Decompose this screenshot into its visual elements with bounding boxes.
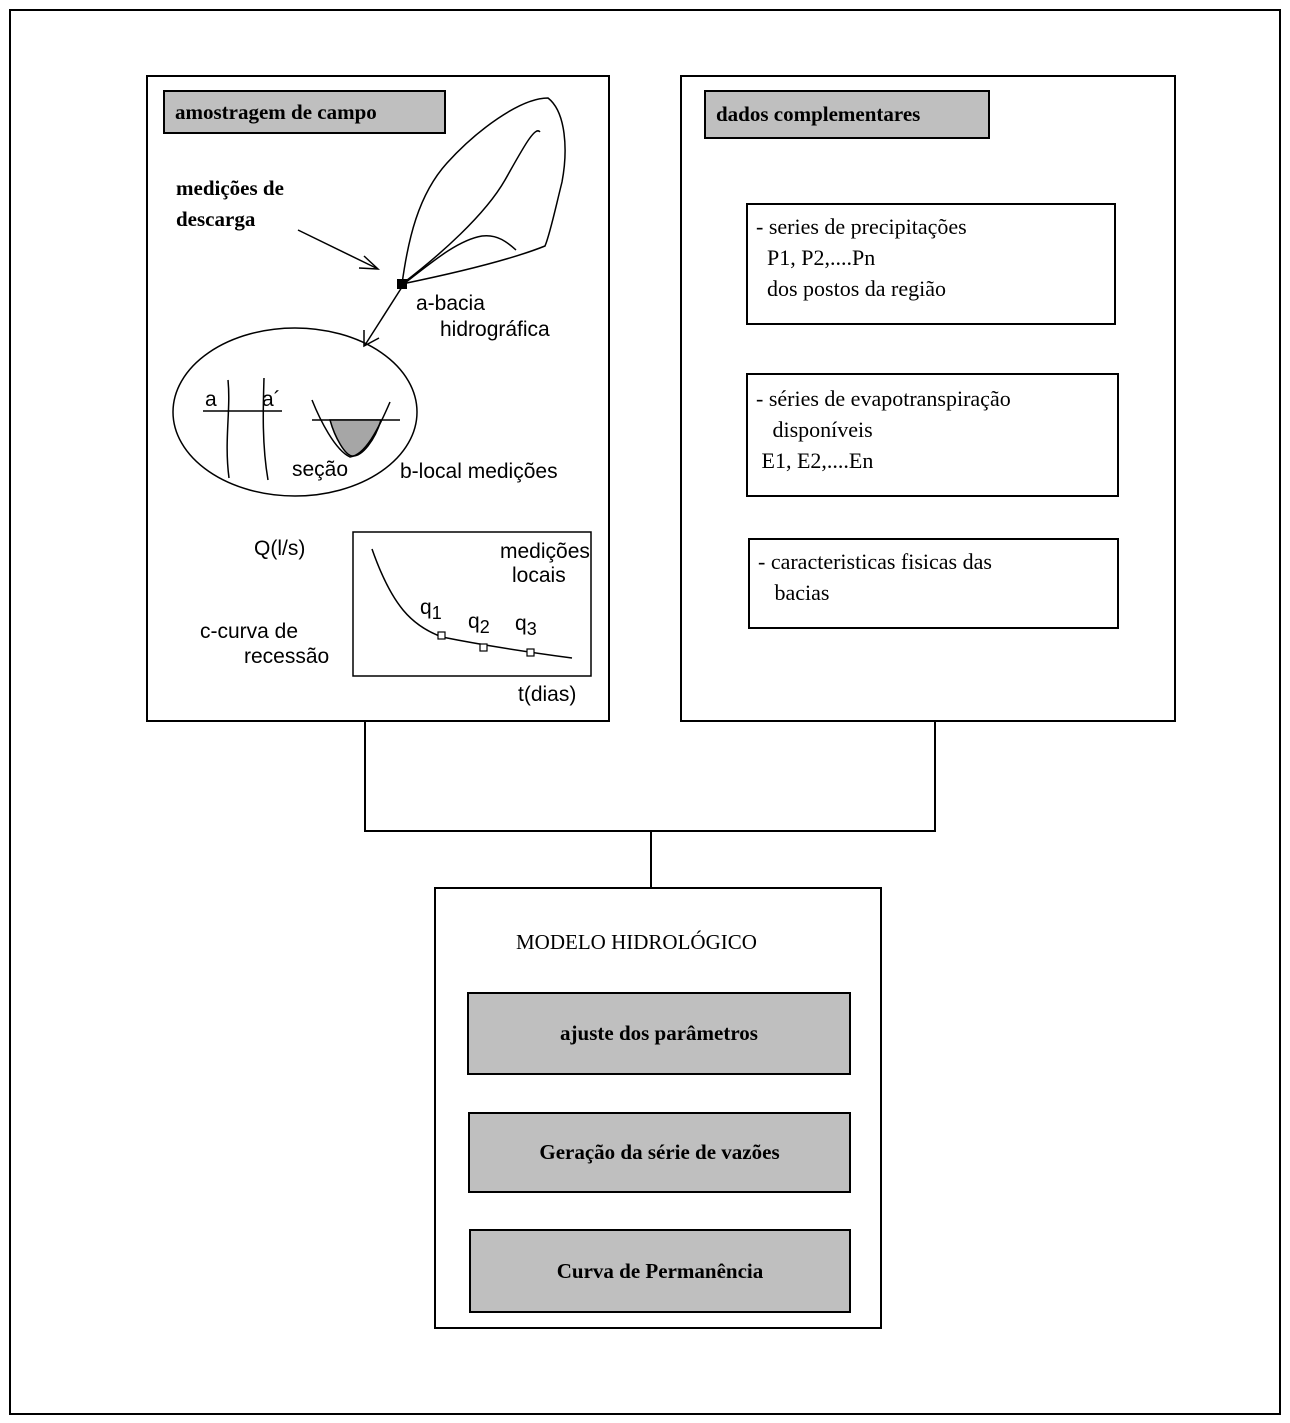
- point-q1: [437, 631, 446, 640]
- outlet-arrow-head: [363, 330, 380, 348]
- model-step-flow-series: Geração da série de vazões: [468, 1112, 851, 1193]
- precipitation-series-box: - series de precipitações P1, P2,....Pn …: [746, 203, 1116, 325]
- plot-frame: [352, 531, 592, 677]
- precipitation-line-1: - series de precipitações: [756, 214, 967, 239]
- complementary-header: dados complementares: [704, 90, 990, 139]
- drainage-line-branch: [404, 234, 517, 284]
- outer-frame: [9, 9, 1281, 1415]
- point-q3: [526, 648, 535, 657]
- point-q2: [479, 643, 488, 652]
- recession-curve-plot: [352, 531, 592, 677]
- river-bank-left: [226, 379, 230, 479]
- curve-note-line2: locais: [512, 564, 566, 587]
- field-sampling-header: amostragem de campo: [163, 90, 446, 134]
- drainage-line-main: [401, 130, 541, 285]
- basin-label-line2: hidrográfica: [440, 318, 550, 341]
- evapotranspiration-line-3: E1, E2,....En: [756, 448, 874, 473]
- curve-x-label: t(dias): [518, 683, 577, 706]
- river-bank-right: [262, 377, 269, 481]
- physical-line-2: bacias: [758, 580, 830, 605]
- curve-caption-line2: recessão: [244, 645, 330, 668]
- section-a-label: a: [205, 388, 217, 411]
- local-measurements-label: b-local medições: [400, 460, 558, 483]
- discharge-arrow-line: [297, 229, 377, 269]
- precipitation-line-3: dos postos da região: [756, 276, 947, 301]
- point-label-q1: q1: [420, 596, 442, 624]
- basin-outlet-marker: [397, 279, 407, 289]
- model-title: MODELO HIDROLÓGICO: [516, 930, 757, 954]
- physical-line-1: - caracteristicas fisicas das: [758, 549, 992, 574]
- local-measurement-ellipse: [172, 327, 418, 497]
- evapotranspiration-line-1: - séries de evapotranspiração: [756, 386, 1011, 411]
- curve-note-line1: medições: [500, 540, 590, 563]
- basin-label-line1: a-bacia: [416, 292, 485, 315]
- evapotranspiration-line-2: disponíveis: [756, 417, 873, 442]
- curve-caption-line1: c-curva de: [200, 620, 299, 643]
- discharge-arrow-head: [358, 255, 381, 270]
- point-label-q3: q3: [515, 612, 537, 640]
- basin-outline: [401, 97, 566, 285]
- discharge-label-line2: descarga: [176, 207, 256, 231]
- discharge-label-line1: medições de: [176, 176, 284, 200]
- outlet-arrow-line: [364, 286, 403, 346]
- model-step-duration-curve: Curva de Permanência: [469, 1229, 851, 1313]
- section-a-prime-label: a´: [262, 388, 281, 411]
- precipitation-line-2: P1, P2,....Pn: [756, 245, 876, 270]
- model-step-calibration: ajuste dos parâmetros: [467, 992, 851, 1075]
- section-label: seção: [292, 458, 349, 481]
- curve-y-label: Q(l/s): [254, 537, 306, 560]
- field-sampling-panel: [146, 75, 610, 722]
- cross-section-profile: [311, 399, 391, 458]
- evapotranspiration-series-box: - séries de evapotranspiração disponívei…: [746, 373, 1119, 497]
- point-label-q2: q2: [468, 610, 490, 638]
- physical-characteristics-box: - caracteristicas fisicas das bacias: [748, 538, 1119, 629]
